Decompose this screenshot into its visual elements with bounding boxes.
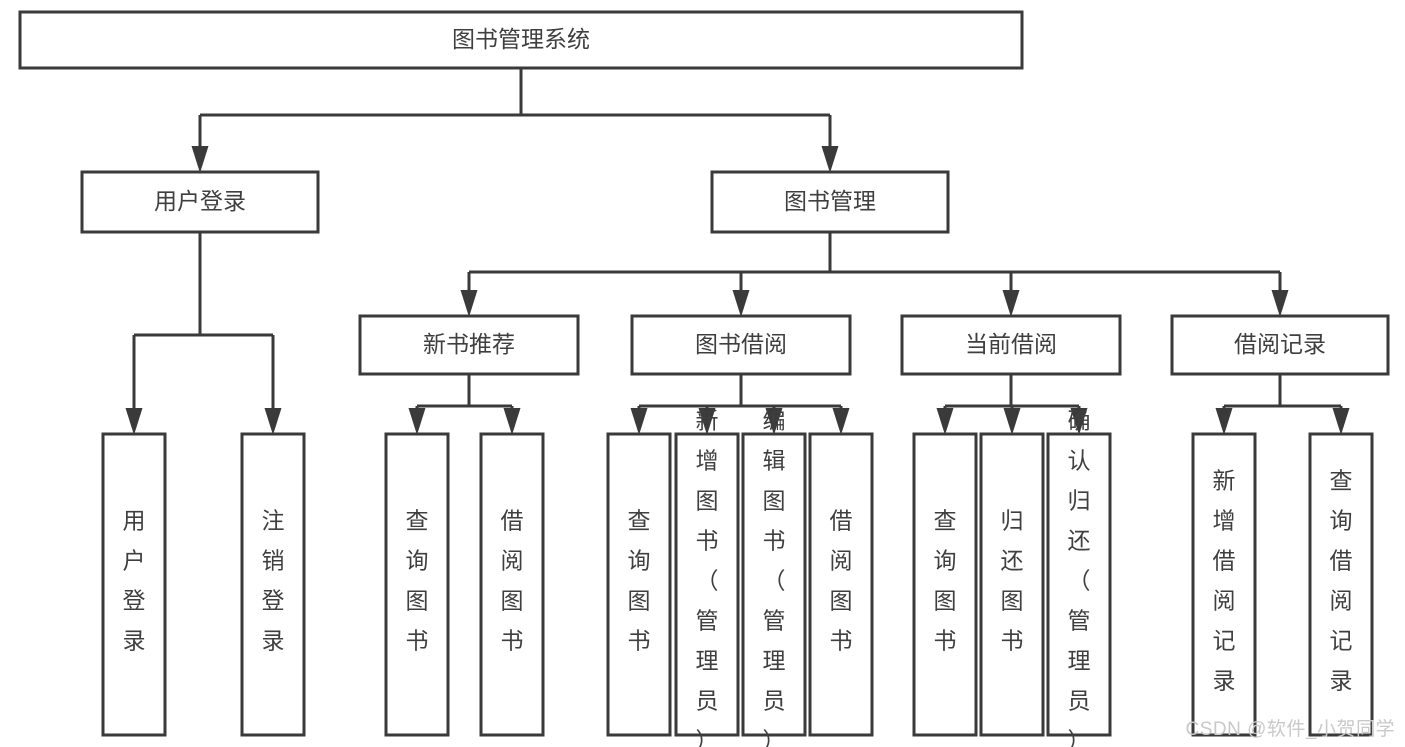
node-leaf-confirm-return[interactable]: 确认归还（管理员）	[1046, 408, 1112, 747]
node-label: 新增借阅记录	[1213, 468, 1236, 694]
arrow-head-icon	[1003, 408, 1021, 435]
connector-group-root	[191, 68, 839, 173]
arrow-head-icon	[503, 408, 521, 435]
arrow-head-icon	[1332, 408, 1350, 435]
node-label: 图书借阅	[695, 331, 787, 357]
arrow-head-icon	[191, 146, 209, 173]
arrow-head-icon	[1070, 408, 1088, 435]
arrow-head-icon	[1002, 290, 1020, 317]
node-new-book-rec[interactable]: 新书推荐	[358, 314, 580, 376]
node-leaf-borrow-book-1[interactable]: 借阅图书	[479, 432, 545, 737]
node-leaf-user-logout[interactable]: 注销登录	[240, 432, 306, 737]
node-box[interactable]	[674, 432, 740, 737]
node-label: 编辑图书（管理员）	[763, 408, 786, 747]
node-label: 注销登录	[262, 508, 285, 654]
node-box[interactable]	[1046, 432, 1112, 737]
connector-group-book-borrow	[630, 374, 850, 435]
node-label: 确认归还（管理员）	[1068, 408, 1091, 747]
node-box[interactable]	[479, 432, 545, 737]
connector-layer	[125, 68, 1350, 435]
connector-group-new-book-rec	[408, 374, 521, 435]
node-leaf-add-book[interactable]: 新增图书（管理员）	[674, 408, 740, 747]
node-leaf-user-login[interactable]: 用户登录	[101, 432, 167, 737]
node-leaf-query-book-1[interactable]: 查询图书	[384, 432, 450, 737]
node-leaf-borrow-book-2[interactable]: 借阅图书	[808, 432, 874, 737]
node-book-manage[interactable]: 图书管理	[710, 170, 950, 234]
arrow-head-icon	[630, 408, 648, 435]
arrow-head-icon	[732, 290, 750, 317]
node-box[interactable]	[80, 170, 320, 234]
node-label: 查询借阅记录	[1330, 468, 1353, 694]
node-label: 用户登录	[123, 508, 146, 654]
node-label: 查询图书	[628, 508, 651, 654]
arrow-head-icon	[408, 408, 426, 435]
node-box[interactable]	[741, 432, 807, 737]
node-box[interactable]	[240, 432, 306, 737]
connector-group-current-borrow	[936, 374, 1088, 435]
arrow-head-icon	[460, 290, 478, 317]
arrow-head-icon	[765, 408, 783, 435]
arrow-head-icon	[1271, 290, 1289, 317]
node-box[interactable]	[808, 432, 874, 737]
node-label: 图书管理	[784, 188, 876, 214]
node-label: 用户登录	[154, 188, 246, 214]
node-label: 查询图书	[406, 508, 429, 654]
node-box[interactable]	[18, 10, 1024, 70]
node-label: 新书推荐	[423, 331, 515, 357]
node-root[interactable]: 图书管理系统	[18, 10, 1024, 70]
node-box[interactable]	[1308, 432, 1374, 737]
node-leaf-query-record[interactable]: 查询借阅记录	[1308, 432, 1374, 737]
node-box[interactable]	[912, 432, 978, 737]
arrow-head-icon	[264, 408, 282, 435]
node-label: 借阅记录	[1234, 331, 1326, 357]
connector-group-user-login	[125, 232, 282, 435]
connector-group-borrow-record	[1215, 374, 1350, 435]
node-box[interactable]	[900, 314, 1122, 376]
node-box[interactable]	[630, 314, 852, 376]
node-label: 借阅图书	[501, 508, 524, 654]
node-leaf-add-record[interactable]: 新增借阅记录	[1191, 432, 1257, 737]
arrow-head-icon	[125, 408, 143, 435]
node-box[interactable]	[606, 432, 672, 737]
node-user-login[interactable]: 用户登录	[80, 170, 320, 234]
connector-group-book-manage	[460, 232, 1289, 317]
node-box[interactable]	[979, 432, 1045, 737]
node-layer: 图书管理系统用户登录图书管理新书推荐图书借阅当前借阅借阅记录用户登录注销登录查询…	[18, 10, 1390, 747]
arrow-head-icon	[832, 408, 850, 435]
node-book-borrow[interactable]: 图书借阅	[630, 314, 852, 376]
node-label: 图书管理系统	[452, 26, 590, 52]
node-box[interactable]	[710, 170, 950, 234]
node-label: 借阅图书	[830, 508, 853, 654]
node-box[interactable]	[1170, 314, 1390, 376]
arrow-head-icon	[1215, 408, 1233, 435]
node-borrow-record[interactable]: 借阅记录	[1170, 314, 1390, 376]
node-box[interactable]	[384, 432, 450, 737]
node-leaf-query-book-2[interactable]: 查询图书	[606, 432, 672, 737]
node-box[interactable]	[1191, 432, 1257, 737]
node-label: 归还图书	[1001, 508, 1024, 654]
node-leaf-edit-book[interactable]: 编辑图书（管理员）	[741, 408, 807, 747]
node-label: 当前借阅	[965, 331, 1057, 357]
node-leaf-query-book-3[interactable]: 查询图书	[912, 432, 978, 737]
arrow-head-icon	[821, 146, 839, 173]
node-box[interactable]	[358, 314, 580, 376]
node-current-borrow[interactable]: 当前借阅	[900, 314, 1122, 376]
arrow-head-icon	[698, 408, 716, 435]
arrow-head-icon	[936, 408, 954, 435]
node-leaf-return-book[interactable]: 归还图书	[979, 432, 1045, 737]
node-label: 查询图书	[934, 508, 957, 654]
node-label: 新增图书（管理员）	[696, 408, 719, 747]
node-box[interactable]	[101, 432, 167, 737]
